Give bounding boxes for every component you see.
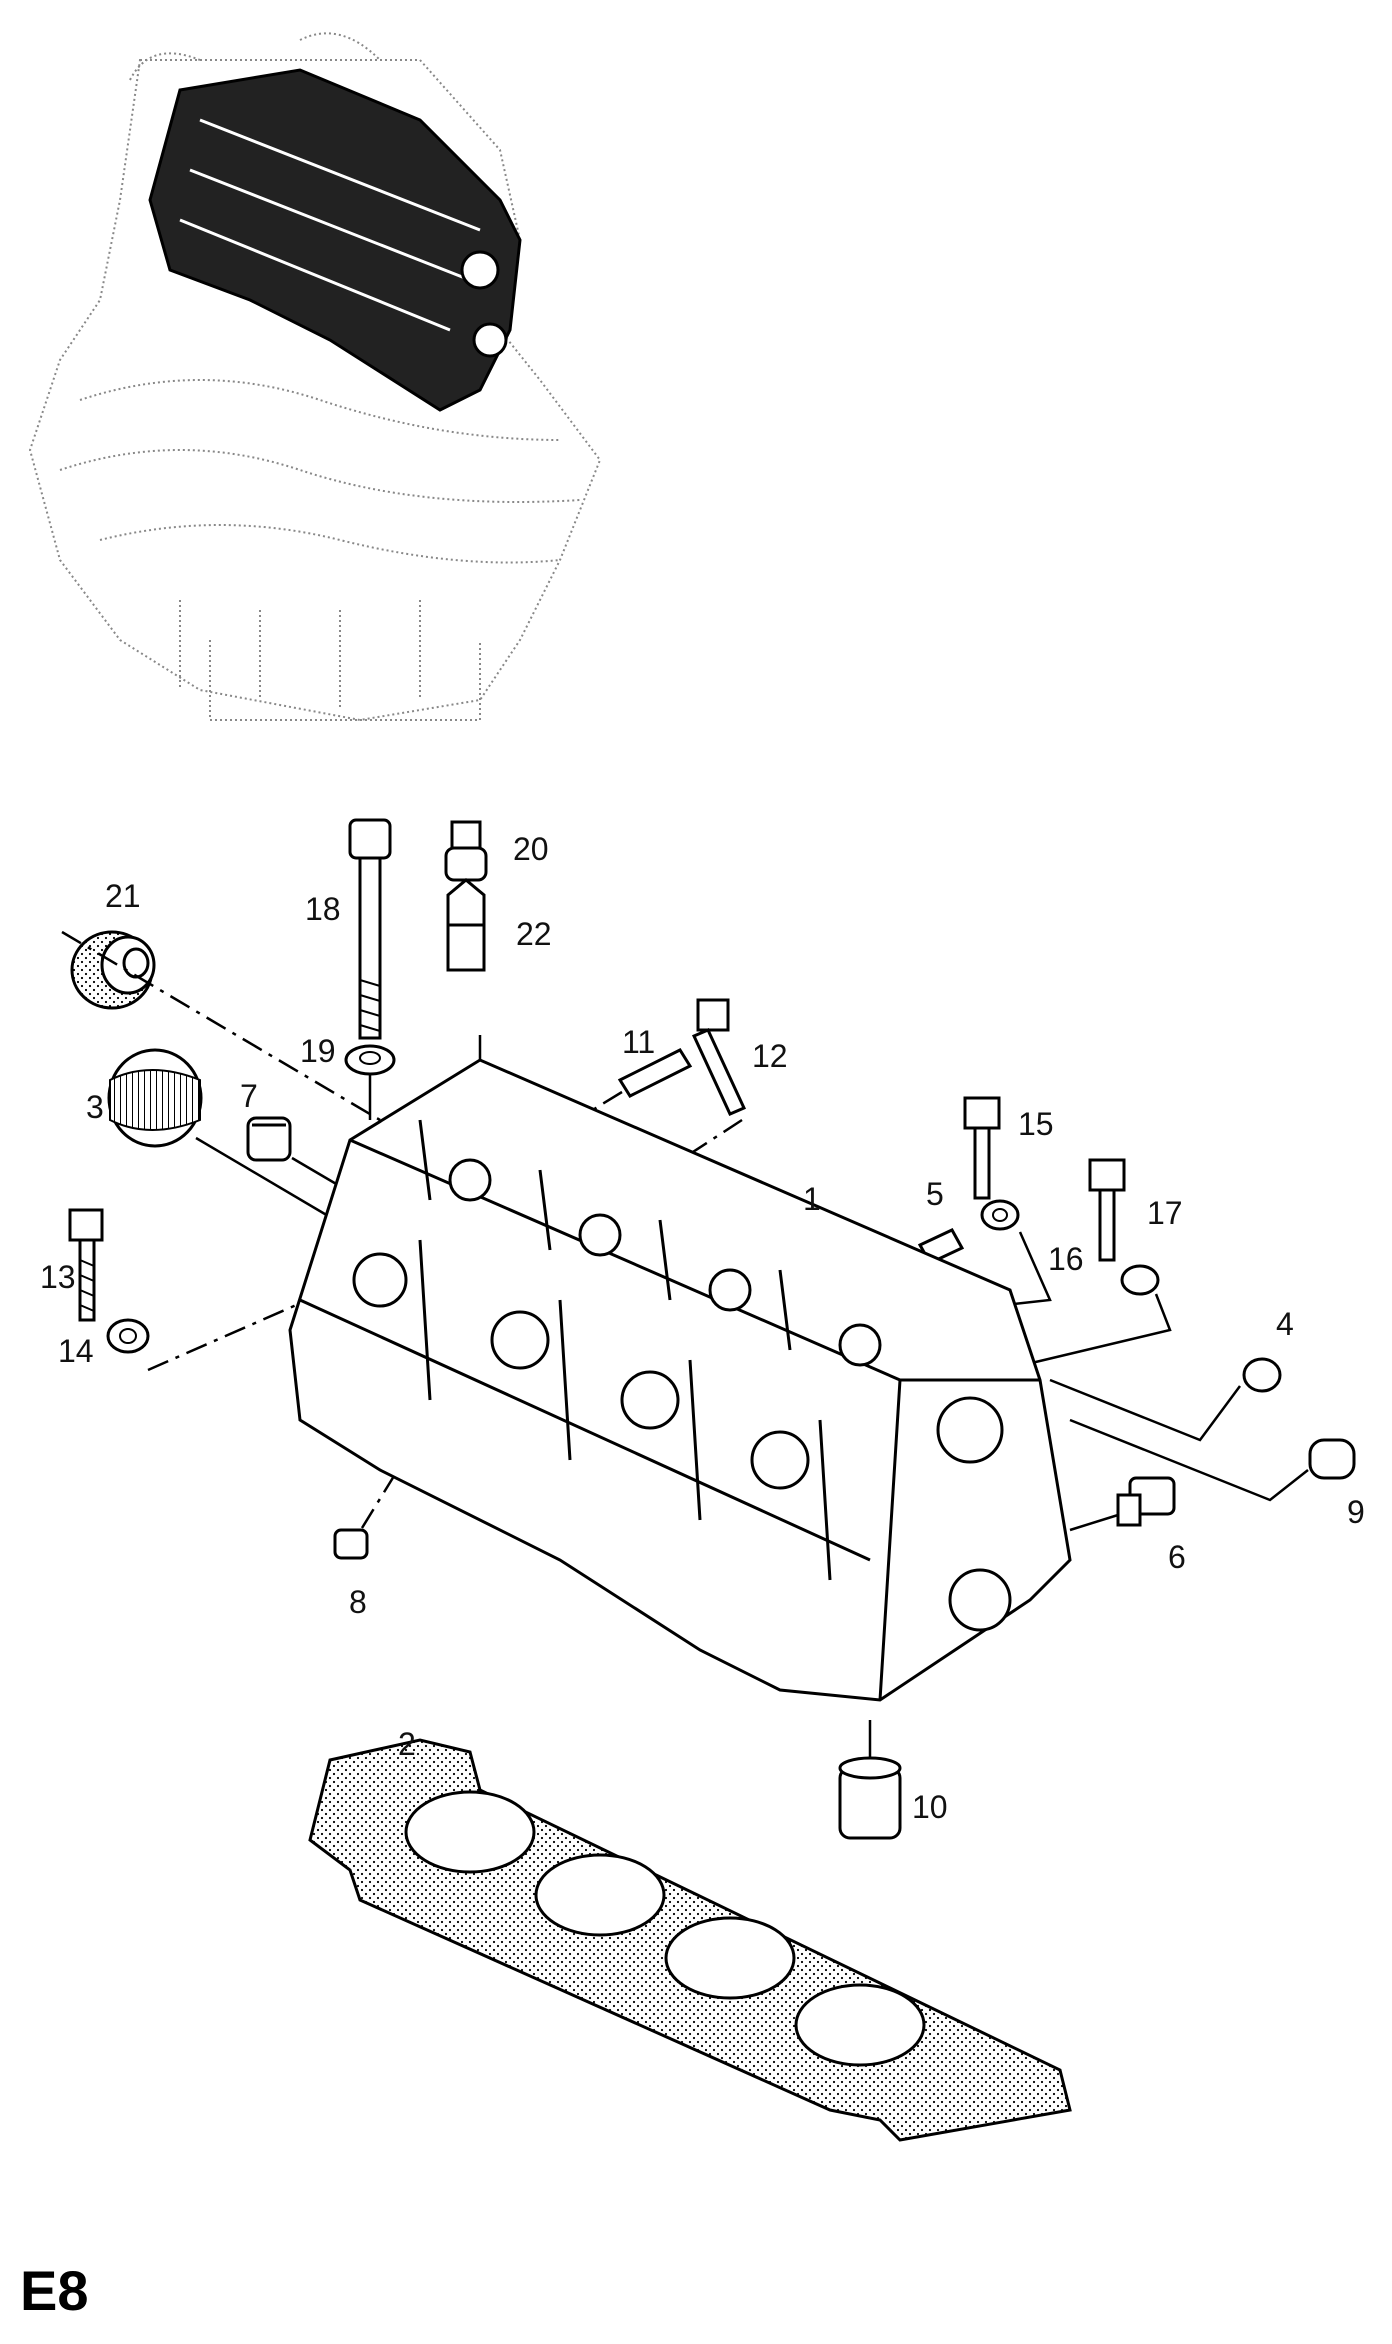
part-12-stud <box>691 998 747 1116</box>
callout-18: 18 <box>305 891 341 927</box>
callout-6: 6 <box>1168 1539 1186 1575</box>
leader-9 <box>1069 1418 1309 1502</box>
part-17-bolt <box>1088 1158 1126 1262</box>
callout-16: 16 <box>1048 1241 1084 1277</box>
part-16-washer <box>980 1199 1020 1231</box>
part-7-bush <box>246 1116 292 1162</box>
part-21-seal-ring <box>70 930 156 1010</box>
leader-8 <box>360 1449 412 1529</box>
part-3-cap <box>107 1048 203 1148</box>
part-22-tappet <box>446 878 486 972</box>
page-code: E8 <box>20 2259 89 2322</box>
callout-12: 12 <box>752 1038 788 1074</box>
callout-3: 3 <box>86 1089 104 1125</box>
callout-22: 22 <box>516 916 552 952</box>
part-17-washer <box>1120 1264 1160 1296</box>
part-6-plug-screw <box>1116 1476 1176 1527</box>
callout-11: 11 <box>622 1024 655 1060</box>
callout-17: 17 <box>1147 1195 1183 1231</box>
callout-9: 9 <box>1347 1494 1365 1530</box>
callout-20: 20 <box>513 831 549 867</box>
callout-5: 5 <box>926 1176 944 1212</box>
callout-7: 7 <box>240 1078 258 1114</box>
part-4-plug <box>1242 1357 1282 1393</box>
callout-2: 2 <box>398 1726 416 1762</box>
leader-4 <box>1049 1378 1242 1442</box>
part-14-washer <box>106 1318 150 1354</box>
leader-3 <box>195 1136 336 1222</box>
callout-8: 8 <box>349 1584 367 1620</box>
leader-6 <box>1069 1513 1119 1532</box>
callout-15: 15 <box>1018 1106 1054 1142</box>
part-11-stud <box>617 1048 693 1098</box>
callout-10: 10 <box>912 1789 948 1825</box>
callout-14: 14 <box>58 1333 94 1369</box>
callout-13: 13 <box>40 1259 76 1295</box>
part-8-dowel <box>333 1528 369 1560</box>
part-15-bolt <box>963 1096 1001 1200</box>
callout-4: 4 <box>1276 1306 1294 1342</box>
part-9-plug <box>1308 1438 1356 1480</box>
callout-19: 19 <box>300 1033 336 1069</box>
part-20-fitting <box>444 820 488 882</box>
part-13-bolt <box>68 1208 104 1322</box>
callout-21: 21 <box>105 878 141 914</box>
leader-21 <box>61 930 381 1122</box>
part-18-head-bolt <box>348 818 392 1040</box>
part-10-plug <box>838 1756 902 1840</box>
callout-1: 1 <box>803 1181 821 1217</box>
head-gasket-icon <box>308 1738 1072 2142</box>
cylinder-head-icon <box>288 1058 1072 1702</box>
engine-locator-icon <box>28 32 602 722</box>
part-19-washer <box>344 1044 396 1076</box>
